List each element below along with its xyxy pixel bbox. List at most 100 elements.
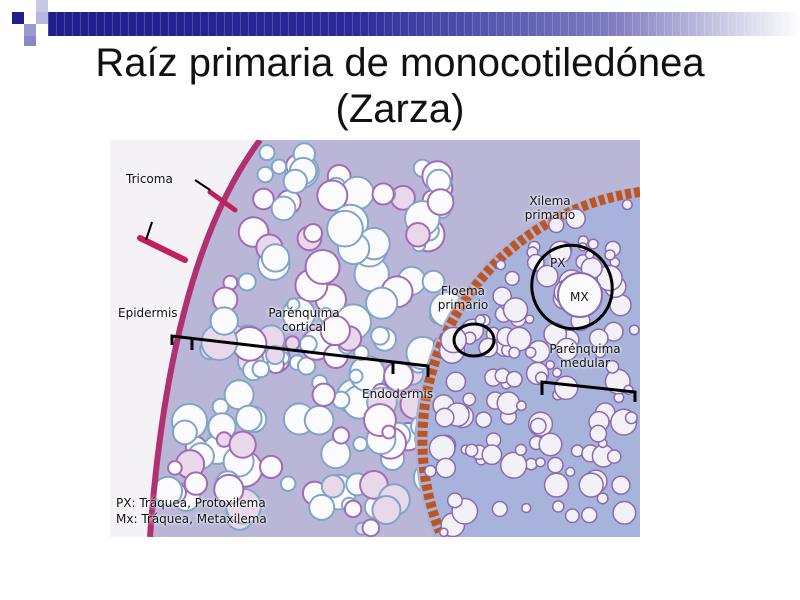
medulla-cell: [612, 500, 637, 525]
cortex-cell: [370, 325, 390, 346]
label-parenquima-medular: Parénquima medular: [549, 342, 621, 370]
medulla-cell: [553, 375, 579, 401]
medulla-cell: [524, 314, 535, 325]
label-epidermis: Epidermis: [118, 306, 178, 320]
legend-line-1: PX: Tráquea, Protoxilema: [116, 496, 266, 510]
cortex-cell: [303, 404, 335, 436]
cortex-cell: [348, 368, 364, 384]
medulla-cell: [464, 443, 479, 458]
title-line-2: (Zarza): [335, 87, 465, 131]
decor-square: [24, 24, 36, 36]
cortex-cell: [326, 209, 364, 248]
cortex-cell: [371, 182, 395, 206]
medulla-cell: [606, 449, 622, 464]
medulla-cell: [545, 360, 556, 370]
medulla-cell: [564, 508, 580, 524]
medulla-cell: [555, 337, 579, 361]
medulla-cell: [529, 417, 547, 435]
medulla-cell: [524, 346, 537, 359]
medulla-cell: [604, 249, 616, 261]
medulla-cell: [596, 492, 609, 505]
medulla-cell: [500, 451, 528, 479]
cortex-cell: [237, 272, 257, 292]
label-endodermis: Endodermis: [362, 387, 434, 401]
trichome: [207, 189, 238, 213]
medulla-cell: [551, 500, 565, 513]
medulla-cell: [578, 242, 588, 252]
medulla-cell: [514, 443, 528, 457]
medulla-cell: [623, 384, 634, 395]
cortex-cell: [371, 495, 402, 525]
medulla-cell: [547, 456, 564, 474]
medulla-cell: [435, 457, 457, 479]
label-px: PX: [550, 256, 566, 270]
decor-square: [24, 36, 36, 46]
cortex-cell: [265, 345, 286, 366]
medulla-cell: [628, 324, 640, 336]
cortex-cell: [172, 419, 198, 446]
medulla-cell: [621, 199, 633, 211]
medulla-cell: [496, 391, 521, 416]
cortex-cell: [259, 454, 284, 479]
medulla-cell: [543, 472, 570, 498]
medulla-cell: [478, 337, 499, 358]
medulla-cell: [580, 506, 598, 524]
legend-line-2: Mx: Tráquea, Metaxilema: [116, 512, 267, 526]
micrograph-image: Tricoma Xilema primario PX MX Floema pri…: [110, 140, 640, 537]
cortex-cell: [251, 359, 271, 379]
medulla-cell: [440, 326, 467, 354]
title-line-1: Raíz primaria de monocotiledónea: [95, 41, 705, 85]
cortex-cell: [282, 168, 308, 194]
cortex-cell: [320, 474, 346, 499]
cortex-cell: [343, 499, 363, 519]
medulla-cell: [434, 407, 455, 428]
decor-square: [36, 0, 48, 12]
cortex-cell: [304, 248, 341, 285]
cortex-cell: [228, 430, 257, 459]
medulla-cell: [538, 432, 563, 457]
cortex-cell: [331, 426, 351, 445]
label-mx: MX: [570, 290, 589, 304]
medulla-cell: [481, 444, 503, 466]
cortex-cell: [270, 158, 288, 175]
medulla-cell: [462, 392, 477, 407]
cortex-cell: [286, 297, 301, 312]
medulla-cell: [515, 400, 527, 412]
cortex-cell: [209, 306, 239, 336]
medulla-cell: [611, 475, 631, 495]
cortex-cell: [258, 144, 276, 162]
cortex-cell: [361, 518, 381, 537]
medulla-cell: [445, 371, 467, 393]
cortex-cell: [284, 335, 301, 352]
medulla-cell: [446, 492, 463, 509]
cortex-cell: [252, 187, 275, 211]
medulla-cell: [565, 466, 576, 478]
medulla-cell: [438, 527, 449, 537]
medulla-cell: [508, 346, 521, 359]
medulla-cell: [624, 411, 638, 425]
cortex-cell: [183, 471, 209, 496]
medulla-cell: [565, 208, 586, 230]
medulla-cell: [578, 472, 604, 498]
medulla-cell: [548, 216, 565, 234]
medulla-cell: [491, 500, 509, 518]
slide-title: Raíz primaria de monocotiledónea (Zarza): [0, 40, 800, 132]
medulla-cell: [505, 370, 523, 388]
cortex-cell: [256, 165, 274, 184]
cortex-cell: [270, 195, 297, 222]
medulla-cell: [502, 297, 529, 323]
medulla-cell: [589, 424, 608, 443]
decor-square: [12, 12, 24, 24]
trichome: [137, 235, 188, 263]
cortex-cell: [279, 475, 297, 492]
medulla-cell: [605, 360, 620, 374]
cortex-cell: [213, 473, 245, 505]
epidermis-layer: [147, 140, 263, 537]
cortex-cell: [303, 223, 324, 244]
medulla-cell: [428, 434, 456, 462]
cortex-cell: [421, 269, 446, 294]
cortex-cell: [167, 460, 183, 476]
label-xilema: Xilema primario: [524, 194, 576, 222]
medulla-cell: [551, 367, 563, 378]
cortex-cell: [381, 424, 397, 440]
